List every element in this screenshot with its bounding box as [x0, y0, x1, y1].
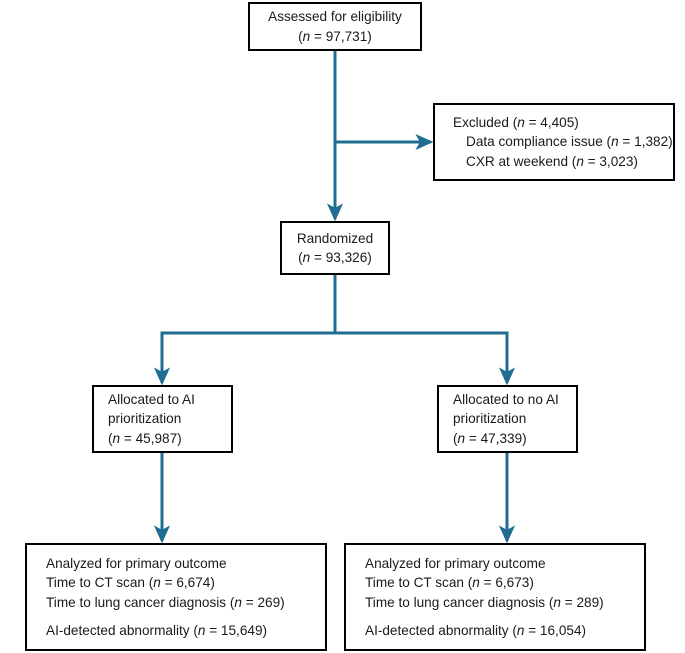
node-assessed-line-2: (n = 97,731): [298, 28, 372, 44]
node-randomized: Randomized (n = 93,326): [280, 221, 390, 275]
node-outcome-ai: Analyzed for primary outcome Time to CT …: [25, 543, 327, 651]
node-outcome-no-ai: Analyzed for primary outcome Time to CT …: [344, 543, 646, 651]
node-outcome-no-ai-heading: Analyzed for primary outcome: [365, 555, 546, 571]
node-excluded-reason-2: CXR at weekend (n = 3,023): [466, 153, 638, 169]
node-allocated-ai-line-2: prioritization: [108, 411, 182, 427]
node-allocated-no-ai-line-2: prioritization: [453, 411, 527, 427]
node-outcome-ai-line-3: Time to lung cancer diagnosis (n = 269): [46, 594, 285, 610]
node-outcome-no-ai-line-3: Time to lung cancer diagnosis (n = 289): [365, 594, 604, 610]
node-allocated-ai-line-3: (n = 45,987): [108, 430, 182, 446]
node-randomized-line-2: (n = 93,326): [298, 250, 372, 265]
node-allocated-no-ai-prioritization: Allocated to no AI prioritization (n = 4…: [437, 385, 578, 453]
node-allocated-ai-line-1: Allocated to AI: [108, 391, 195, 407]
node-outcome-ai-heading: Analyzed for primary outcome: [46, 555, 227, 571]
node-outcome-ai-line-4: AI-detected abnormality (n = 15,649): [46, 623, 268, 638]
node-assessed-line-1: Assessed for eligibility: [268, 9, 402, 24]
node-excluded-total: Excluded (n = 4,405): [453, 114, 579, 130]
node-excluded-reason-1: Data compliance issue (n = 1,382): [466, 134, 673, 150]
node-allocated-ai-prioritization: Allocated to AI prioritization (n = 45,9…: [92, 385, 233, 453]
node-outcome-no-ai-line-4: AI-detected abnormality (n = 16,054): [365, 623, 587, 638]
node-randomized-line-1: Randomized: [296, 230, 374, 246]
node-allocated-no-ai-line-3: (n = 47,339): [453, 430, 527, 446]
node-excluded: Excluded (n = 4,405) Data compliance iss…: [433, 103, 675, 181]
node-assessed-for-eligibility: Assessed for eligibility (n = 97,731): [248, 2, 422, 51]
node-outcome-no-ai-line-2: Time to CT scan (n = 6,673): [365, 575, 534, 590]
node-outcome-ai-line-2: Time to CT scan (n = 6,674): [46, 575, 215, 590]
node-allocated-no-ai-line-1: Allocated to no AI: [453, 391, 559, 407]
